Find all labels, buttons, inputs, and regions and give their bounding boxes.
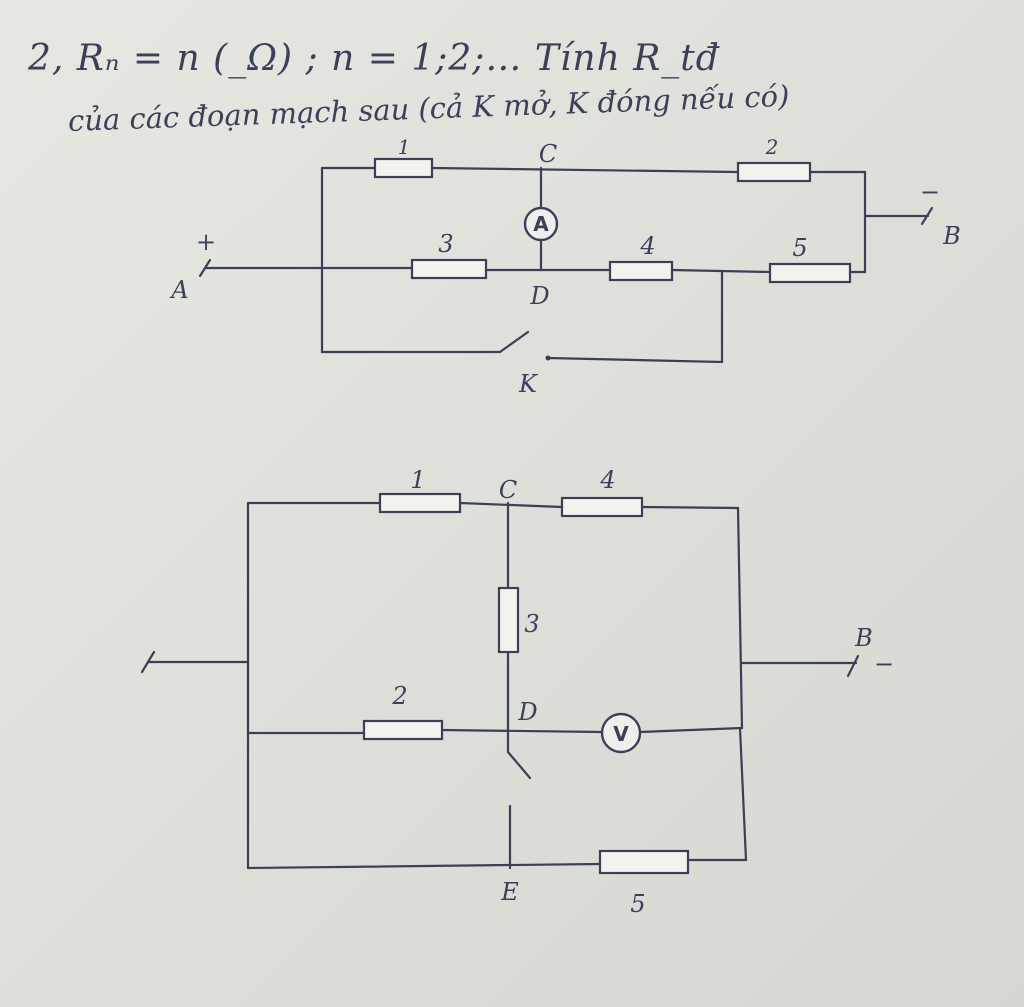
c2-node-e: E	[500, 878, 519, 906]
c1-wire-top-mid	[430, 166, 740, 174]
c1-terminal-a-mark	[198, 258, 212, 278]
c1-label-r2: 2	[765, 135, 779, 159]
c1-terminal-b-label: B	[942, 222, 961, 250]
c2-wire-mid-center	[440, 728, 604, 734]
c1-label-r5: 5	[792, 234, 807, 262]
c2-node-d: D	[517, 698, 537, 726]
c1-resistor-5	[768, 262, 852, 284]
c1-ammeter-symbol: A	[533, 212, 549, 236]
c1-resistor-1	[373, 157, 434, 179]
c1-terminal-b-sign: −	[920, 178, 940, 206]
c1-resistor-4	[608, 260, 674, 282]
c1-terminal-a-sign: +	[196, 228, 216, 256]
c2-resistor-2	[362, 719, 444, 741]
c2-node-c: C	[499, 476, 517, 504]
c1-wire-top-right	[808, 170, 867, 274]
c2-resistor-3	[497, 586, 520, 654]
c2-wire-bottom	[246, 862, 602, 870]
c1-ammeter	[523, 206, 559, 242]
c2-wire-mid-right	[638, 726, 744, 734]
c2-switch-blade	[506, 750, 532, 780]
circuit-1: A 1 2 3 4 5 C D K A + B −	[169, 135, 960, 398]
c1-switch-k-blade	[498, 330, 530, 354]
c2-resistor-4	[560, 496, 644, 518]
c2-label-r1: 1	[410, 466, 425, 494]
c1-wire-bottom-right	[546, 270, 724, 364]
c1-switch-k-label: K	[518, 370, 539, 398]
c2-wire-top-mid	[458, 501, 564, 509]
c1-node-d: D	[529, 282, 549, 310]
c1-label-r4: 4	[639, 232, 655, 260]
c2-label-r2: 2	[391, 682, 407, 710]
c2-resistor-1	[378, 492, 462, 514]
c2-voltmeter-symbol: V	[613, 722, 629, 746]
circuit-2: V 1 4 3 2 5 C D E B −	[140, 466, 894, 918]
c2-label-r3: 3	[524, 610, 539, 638]
c2-resistor-5	[598, 849, 690, 875]
c2-terminal-b-sign: −	[874, 650, 894, 678]
c2-terminal-b-mark	[846, 654, 860, 678]
c1-node-c: C	[539, 140, 557, 168]
c1-terminal-a-label: A	[169, 276, 188, 304]
c2-label-r4: 4	[599, 466, 615, 494]
c2-wire-right-rail-low	[686, 726, 748, 862]
c1-resistor-2	[736, 161, 812, 183]
c1-label-r1: 1	[398, 135, 411, 159]
c1-wire-left-rail	[320, 166, 502, 354]
c2-label-r5: 5	[630, 890, 645, 918]
c2-terminal-left-mark	[140, 650, 156, 674]
c2-wire-top-right	[640, 505, 744, 730]
c2-voltmeter	[600, 712, 642, 754]
problem-statement-line-1: 2, Rₙ = n (_Ω) ; n = 1;2;… Tính R_tđ	[28, 38, 720, 79]
c1-terminal-b-mark	[920, 206, 934, 226]
c1-label-r3: 3	[438, 230, 453, 258]
c1-resistor-3	[410, 258, 488, 280]
c2-terminal-b-label: B	[854, 624, 873, 652]
c1-wire-mid-2	[670, 268, 772, 274]
